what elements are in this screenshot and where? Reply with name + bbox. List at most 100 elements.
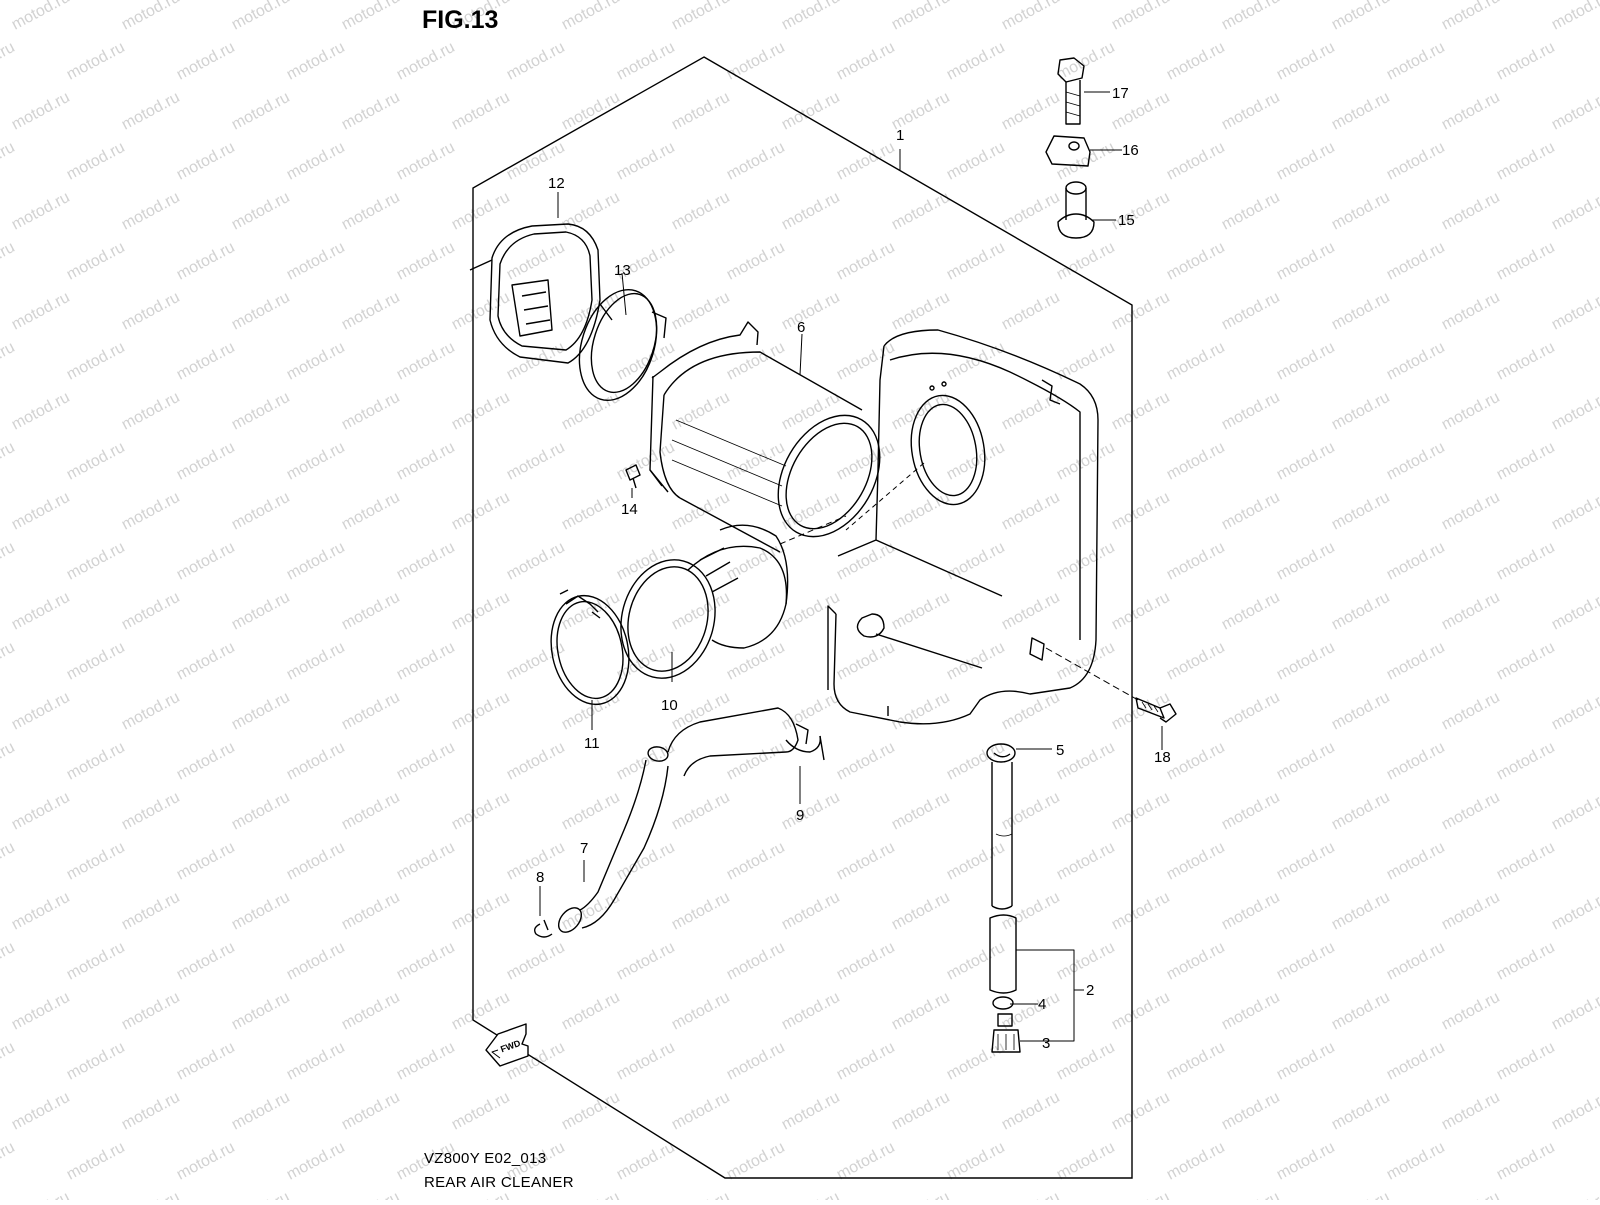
watermark-text: motod.ru: [174, 739, 238, 784]
watermark-text: motod.ru: [504, 439, 568, 484]
watermark-text: motod.ru: [174, 139, 238, 184]
watermark-text: motod.ru: [284, 739, 348, 784]
watermark-text: motod.ru: [339, 1189, 403, 1200]
watermark-text: motod.ru: [559, 789, 623, 834]
watermark-text: motod.ru: [339, 789, 403, 834]
watermark-text: motod.ru: [1439, 689, 1503, 734]
watermark-text: motod.ru: [449, 89, 513, 134]
watermark-text: motod.ru: [64, 839, 128, 884]
watermark-text: motod.ru: [1109, 1089, 1173, 1134]
watermark-text: motod.ru: [64, 1139, 128, 1184]
diagram-caption: REAR AIR CLEANER: [424, 1174, 574, 1191]
watermark-text: motod.ru: [1164, 739, 1228, 784]
watermark-text: motod.ru: [119, 589, 183, 634]
watermark-text: motod.ru: [0, 939, 18, 984]
watermark-text: motod.ru: [559, 389, 623, 434]
watermark-text: motod.ru: [1494, 1039, 1558, 1084]
watermark-text: motod.ru: [1494, 1139, 1558, 1184]
watermark-text: motod.ru: [339, 689, 403, 734]
watermark-text: motod.ru: [449, 889, 513, 934]
watermark-text: motod.ru: [1109, 0, 1173, 34]
watermark-text: motod.ru: [999, 1089, 1063, 1134]
watermark-text: motod.ru: [1054, 839, 1118, 884]
watermark-text: motod.ru: [1274, 539, 1338, 584]
watermark-text: motod.ru: [284, 1139, 348, 1184]
watermark-text: motod.ru: [1329, 189, 1393, 234]
watermark-text: motod.ru: [64, 339, 128, 384]
watermark-text: motod.ru: [394, 839, 458, 884]
watermark-text: motod.ru: [1164, 439, 1228, 484]
watermark-text: motod.ru: [944, 939, 1008, 984]
watermark-text: motod.ru: [449, 489, 513, 534]
watermark-text: motod.ru: [944, 1139, 1008, 1184]
watermark-text: motod.ru: [779, 0, 843, 34]
watermark-text: motod.ru: [559, 0, 623, 34]
screw-part: [1135, 697, 1177, 723]
watermark-text: motod.ru: [834, 639, 898, 684]
watermark-text: motod.ru: [1549, 89, 1600, 134]
watermark-text: motod.ru: [449, 189, 513, 234]
watermark-text: motod.ru: [119, 189, 183, 234]
watermark-text: motod.ru: [1549, 989, 1600, 1034]
watermark-text: motod.ru: [1219, 189, 1283, 234]
callout-1: 1: [896, 127, 904, 144]
watermark-text: motod.ru: [779, 1189, 843, 1200]
watermark-text: motod.ru: [1494, 539, 1558, 584]
watermark-text: motod.ru: [999, 989, 1063, 1034]
watermark-text: motod.ru: [1384, 839, 1448, 884]
watermark-text: motod.ru: [394, 539, 458, 584]
watermark-text: motod.ru: [0, 239, 18, 284]
watermark-text: motod.ru: [1274, 739, 1338, 784]
watermark-text: motod.ru: [944, 639, 1008, 684]
watermark-text: motod.ru: [614, 439, 678, 484]
watermark-text: motod.ru: [394, 439, 458, 484]
watermark-text: motod.ru: [1439, 189, 1503, 234]
watermark-text: motod.ru: [229, 689, 293, 734]
watermark-text: motod.ru: [724, 139, 788, 184]
watermark-text: motod.ru: [1549, 389, 1600, 434]
watermark-text: motod.ru: [1494, 739, 1558, 784]
watermark-text: motod.ru: [1054, 139, 1118, 184]
watermark-text: motod.ru: [1109, 789, 1173, 834]
watermark-text: motod.ru: [1219, 289, 1283, 334]
watermark-text: motod.ru: [284, 1039, 348, 1084]
assembly-outline: [472, 56, 1133, 1179]
watermark-text: motod.ru: [1219, 689, 1283, 734]
watermark-text: motod.ru: [779, 989, 843, 1034]
watermark-text: motod.ru: [229, 889, 293, 934]
watermark-text: motod.ru: [944, 539, 1008, 584]
watermark-text: motod.ru: [64, 439, 128, 484]
callout-5: 5: [1056, 742, 1064, 759]
watermark-text: motod.ru: [1494, 339, 1558, 384]
watermark-text: motod.ru: [119, 689, 183, 734]
watermark-text: motod.ru: [1384, 339, 1448, 384]
bolt-part: [1057, 57, 1085, 125]
watermark-text: motod.ru: [889, 889, 953, 934]
watermark-text: motod.ru: [9, 189, 73, 234]
watermark-text: motod.ru: [1439, 0, 1503, 34]
watermark-text: motod.ru: [339, 1089, 403, 1134]
watermark-text: motod.ru: [504, 239, 568, 284]
watermark-text: motod.ru: [559, 289, 623, 334]
watermark-text: motod.ru: [1494, 139, 1558, 184]
watermark-text: motod.ru: [1274, 239, 1338, 284]
watermark-text: motod.ru: [1439, 1189, 1503, 1200]
watermark-text: motod.ru: [1274, 39, 1338, 84]
collar-part: [1057, 181, 1095, 239]
watermark-text: motod.ru: [1164, 839, 1228, 884]
watermark-text: motod.ru: [339, 389, 403, 434]
watermark-text: motod.ru: [779, 689, 843, 734]
callout-2: 2: [1086, 982, 1094, 999]
watermark-text: motod.ru: [1109, 689, 1173, 734]
watermark-text: motod.ru: [724, 839, 788, 884]
watermark-text: motod.ru: [669, 189, 733, 234]
watermark-text: motod.ru: [0, 639, 18, 684]
watermark-text: motod.ru: [9, 0, 73, 34]
watermark-text: motod.ru: [394, 139, 458, 184]
watermark-text: motod.ru: [779, 189, 843, 234]
watermark-text: motod.ru: [1384, 739, 1448, 784]
watermark-text: motod.ru: [229, 1089, 293, 1134]
callout-14: 14: [621, 501, 638, 518]
watermark-text: motod.ru: [559, 89, 623, 134]
